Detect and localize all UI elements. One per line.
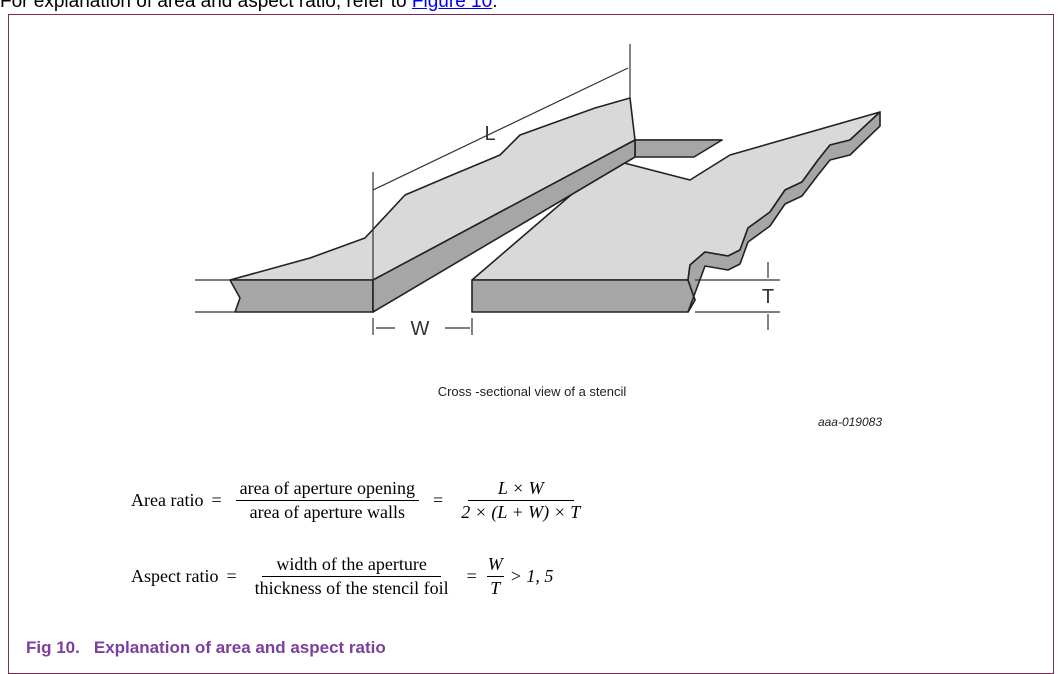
dim-L-line (372, 67, 629, 191)
figure-id: aaa-019083 (817, 415, 882, 429)
intro-text-before: For explanation of area and aspect ratio… (0, 0, 412, 12)
aspect-ratio-rhs-fraction: W T (486, 554, 504, 599)
equals-sign: = (211, 490, 222, 510)
left-slab-front (229, 279, 374, 313)
area-ratio-rhs-fraction: L × W 2 × (L + W) × T (457, 478, 584, 523)
aspect-ratio-fraction: width of the aperture thickness of the s… (251, 554, 453, 599)
label-W: W (411, 318, 430, 340)
intro-text-after: . (492, 0, 498, 12)
figure-link[interactable]: Figure 10 (411, 0, 493, 12)
area-ratio-denominator: area of aperture walls (249, 502, 406, 522)
figure-title-text: Explanation of area and aspect ratio (93, 638, 386, 657)
aspect-ratio-label: Aspect ratio (131, 566, 219, 586)
figure-number: Fig 10. (26, 638, 80, 657)
area-ratio-numerator: area of aperture opening (235, 478, 420, 501)
aspect-ratio-condition: > 1, 5 (509, 566, 554, 586)
label-L: L (484, 123, 495, 145)
stencil-illustration: L W T (195, 44, 881, 340)
intro-text: For explanation of area and aspect ratio… (0, 0, 497, 13)
left-slab-inner-wall (372, 139, 636, 313)
area-ratio-rhs-numerator: L × W (467, 478, 574, 501)
area-ratio-rhs-denominator: 2 × (L + W) × T (461, 502, 581, 522)
aspect-ratio-formula: Aspect ratio = width of the aperture thi… (131, 554, 553, 599)
aspect-ratio-rhs-denominator: T (490, 578, 501, 598)
aspect-ratio-denominator: thickness of the stencil foil (254, 578, 449, 598)
right-slab-front (471, 279, 696, 313)
figure-title: Fig 10. Explanation of area and aspect ra… (26, 638, 386, 658)
area-ratio-label: Area ratio (131, 490, 204, 510)
equals-sign: = (433, 490, 444, 510)
equals-sign: = (226, 566, 237, 586)
equals-sign: = (466, 566, 477, 586)
right-slab-side (687, 111, 881, 313)
figure-caption: Cross -sectional view of a stencil (437, 384, 627, 399)
aspect-ratio-rhs-numerator: W (486, 554, 504, 577)
area-ratio-fraction: area of aperture opening area of apertur… (235, 478, 420, 523)
aperture-far-wall (634, 139, 723, 158)
label-T: T (762, 286, 774, 308)
aspect-ratio-numerator: width of the aperture (262, 554, 441, 577)
area-ratio-formula: Area ratio = area of aperture opening ar… (131, 478, 590, 523)
